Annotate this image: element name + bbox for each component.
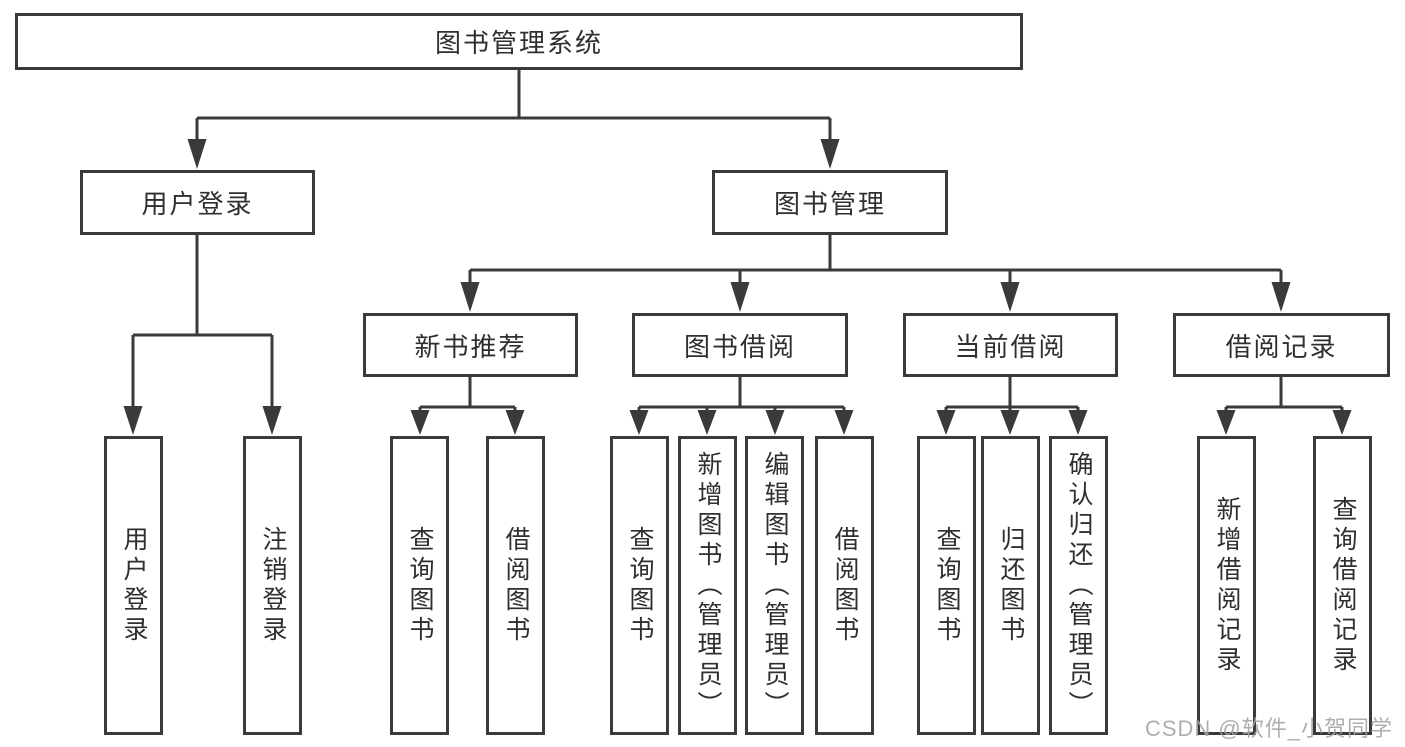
leaf-return-book: 归还图书	[981, 436, 1040, 735]
node-user-login: 用户登录	[80, 170, 315, 235]
node-current-borrowing-label: 当前借阅	[954, 331, 1067, 362]
leaf-edit-book-admin-label: 编辑图书（管理员）	[761, 450, 789, 721]
leaf-query-books-recommend-label: 查询图书	[406, 525, 434, 646]
leaf-user-login: 用户登录	[104, 436, 163, 735]
node-root-system: 图书管理系统	[15, 13, 1023, 70]
node-book-management-label: 图书管理	[773, 189, 886, 219]
leaf-return-book-label: 归还图书	[997, 525, 1025, 646]
node-user-login-label: 用户登录	[141, 189, 254, 219]
node-borrowing-records-label: 借阅记录	[1225, 331, 1338, 362]
leaf-query-books-recommend: 查询图书	[390, 436, 449, 735]
node-current-borrowing: 当前借阅	[903, 313, 1118, 377]
node-borrowing-records: 借阅记录	[1173, 313, 1390, 377]
node-book-borrowing: 图书借阅	[632, 313, 848, 377]
leaf-query-books-borrowing: 查询图书	[610, 436, 669, 735]
node-root-label: 图书管理系统	[434, 28, 603, 58]
leaf-query-borrow-record: 查询借阅记录	[1313, 436, 1372, 735]
leaf-confirm-return-admin: 确认归还（管理员）	[1049, 436, 1108, 735]
leaf-add-borrow-record-label: 新增借阅记录	[1213, 495, 1241, 676]
node-book-management: 图书管理	[712, 170, 948, 235]
leaf-add-book-admin-label: 新增图书（管理员）	[694, 450, 722, 721]
leaf-add-book-admin: 新增图书（管理员）	[678, 436, 737, 735]
leaf-logout: 注销登录	[243, 436, 302, 735]
leaf-confirm-return-admin-label: 确认归还（管理员）	[1065, 450, 1093, 721]
node-new-book-recommend: 新书推荐	[363, 313, 578, 377]
leaf-query-borrow-record-label: 查询借阅记录	[1329, 495, 1357, 676]
leaf-query-books-current-label: 查询图书	[933, 525, 961, 646]
leaf-query-books-current: 查询图书	[917, 436, 976, 735]
leaf-logout-label: 注销登录	[259, 525, 287, 646]
leaf-user-login-label: 用户登录	[120, 525, 148, 646]
leaf-query-books-borrowing-label: 查询图书	[626, 525, 654, 646]
arrowheads	[123, 139, 1352, 435]
leaf-add-borrow-record: 新增借阅记录	[1197, 436, 1256, 735]
leaf-borrow-books: 借阅图书	[815, 436, 874, 735]
leaf-borrow-books-recommend: 借阅图书	[486, 436, 545, 735]
node-book-borrowing-label: 图书借阅	[683, 331, 796, 362]
leaf-borrow-books-label: 借阅图书	[831, 525, 859, 646]
leaf-borrow-books-recommend-label: 借阅图书	[502, 525, 530, 646]
csdn-watermark: CSDN @软件_小贺同学	[1144, 716, 1393, 741]
leaf-edit-book-admin: 编辑图书（管理员）	[745, 436, 804, 735]
node-new-book-recommend-label: 新书推荐	[414, 331, 527, 362]
